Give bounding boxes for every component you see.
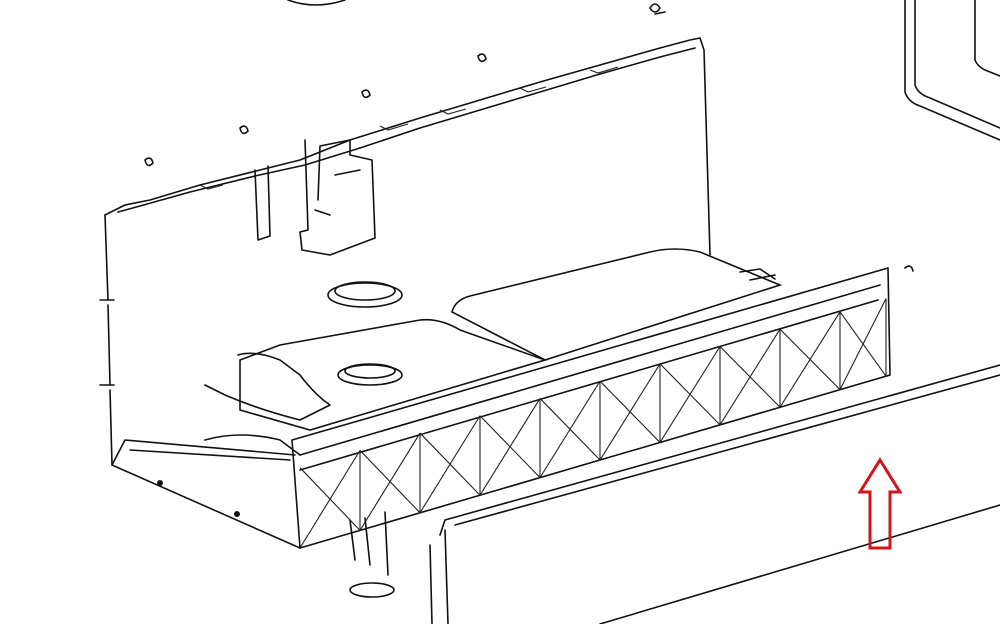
front-panel (429, 364, 1000, 624)
back-panel (99, 37, 711, 466)
lattice-strip (291, 267, 891, 598)
clip-top (649, 3, 666, 15)
arrow-up-icon (857, 457, 903, 550)
screws (144, 53, 914, 272)
covers (204, 248, 783, 456)
tray (111, 439, 301, 549)
frame-corner (904, 0, 1000, 141)
top-fragment (287, 0, 346, 6)
